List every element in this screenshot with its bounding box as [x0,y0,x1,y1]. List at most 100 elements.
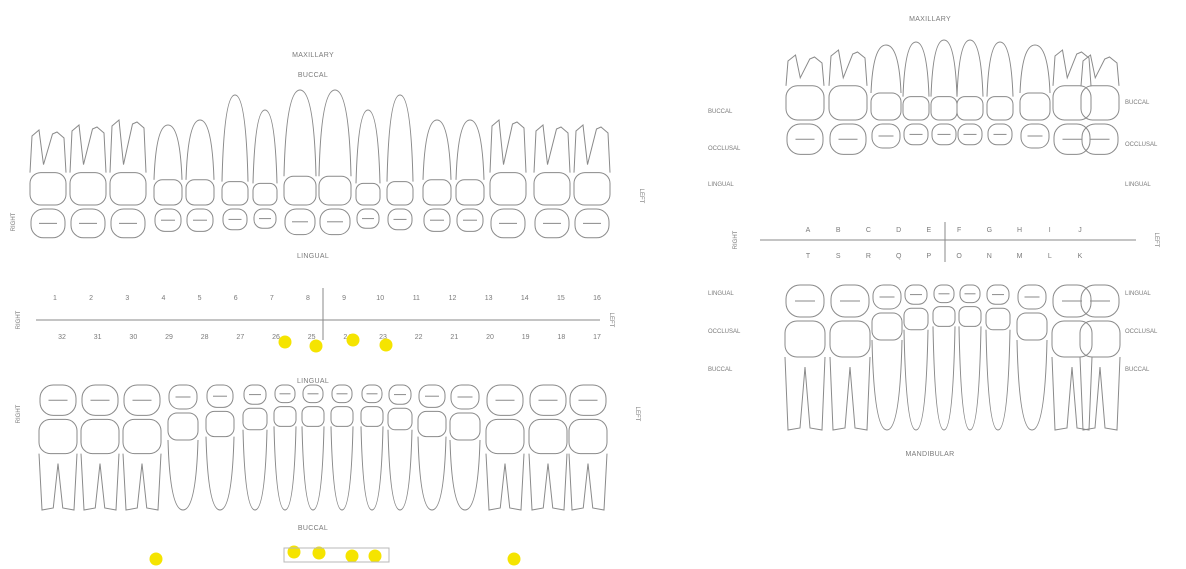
mandibular-tooth-20 [450,385,480,510]
yellow-marker-dot [150,553,163,566]
primary-maxillary-tooth-J [1081,55,1119,154]
maxillary-tooth-2 [70,125,106,238]
right-upper-right-label-1: BUCCAL [1125,100,1150,106]
primary-maxillary-tooth-D [903,42,929,145]
left-lower-right-side-label: RIGHT [16,404,22,423]
primary-mandibular-tooth-P [933,285,955,430]
right-lower-left-label-3: BUCCAL [708,367,733,373]
primary-mandibular-tooth-N [986,285,1010,430]
tooth-letter-J: J [1078,227,1082,234]
tooth-letter-I: I [1049,227,1051,234]
mandibular-tooth-19 [486,385,524,510]
maxillary-tooth-6 [222,95,248,230]
maxillary-tooth-12 [423,120,451,231]
primary-maxillary-tooth-B [829,50,867,154]
tooth-number-14: 14 [521,295,529,302]
maxillary-tooth-13 [456,120,484,231]
mandibular-tooth-32 [39,385,77,510]
tooth-letter-B: B [836,227,841,234]
left-axis-right-label: RIGHT [16,310,22,329]
left-upper-right-side-label: RIGHT [11,212,17,231]
tooth-letter-Q: Q [896,253,902,260]
left-lower-left-side-label: LEFT [634,407,640,422]
right-axis-left-label: LEFT [1153,233,1159,248]
mandibular-tooth-25 [302,385,324,510]
right-upper-right-label-3: LINGUAL [1125,182,1151,188]
tooth-number-31: 31 [94,334,102,341]
tooth-number-20: 20 [486,334,494,341]
right-lower-right-label-1: LINGUAL [1125,291,1151,297]
permanent-dentition-chart: MAXILLARY BUCCAL LINGUAL LINGUAL BUCCAL … [11,52,644,532]
tooth-number-32: 32 [58,334,66,341]
mandibular-tooth-21 [418,385,446,510]
primary-mandibular-tooth-M [1017,285,1047,430]
tooth-letter-N: N [987,253,992,260]
tooth-number-12: 12 [449,295,457,302]
left-lower-tooth-numbers: 32313029282726252423222120191817 [58,334,601,341]
tooth-number-22: 22 [415,334,423,341]
mandibular-tooth-17 [569,385,607,510]
mandibular-tooth-28 [206,385,234,510]
maxillary-tooth-9 [319,90,351,235]
tooth-number-4: 4 [161,295,165,302]
maxillary-tooth-4 [154,125,182,231]
left-upper-left-side-label: LEFT [638,189,644,204]
tooth-number-11: 11 [413,295,420,302]
maxillary-tooth-15 [534,125,570,238]
tooth-letter-H: H [1017,227,1022,234]
tooth-letter-S: S [836,253,841,260]
mandibular-tooth-30 [123,385,161,510]
maxillary-tooth-7 [253,110,277,228]
maxillary-tooth-8 [284,90,316,235]
maxillary-tooth-10 [356,110,380,228]
maxillary-tooth-5 [186,120,214,231]
primary-dentition-chart: MAXILLARY MANDIBULAR BUCCAL OCCLUSAL LIN… [708,16,1159,458]
left-upper-buccal-label: BUCCAL [298,72,328,79]
mandibular-tooth-23 [361,385,383,510]
tooth-number-17: 17 [593,334,601,341]
primary-mandibular-tooth-L [1052,285,1092,430]
right-upper-right-label-2: OCCLUSAL [1125,142,1158,148]
tooth-letter-D: D [896,227,901,234]
left-mandibular-teeth [39,385,607,510]
left-maxillary-teeth [30,90,610,238]
tooth-number-8: 8 [306,295,310,302]
left-upper-lingual-label: LINGUAL [297,253,329,260]
yellow-marker-dot [346,550,359,563]
primary-mandibular-tooth-S [830,285,870,430]
maxillary-tooth-16 [574,125,610,238]
tooth-letter-O: O [956,253,962,260]
left-lower-lingual-label: LINGUAL [297,378,329,385]
primary-maxillary-tooth-A [786,55,824,154]
right-lower-left-label-1: LINGUAL [708,291,734,297]
tooth-number-29: 29 [165,334,173,341]
primary-mandibular-tooth-O [959,285,981,430]
right-mandibular-title: MANDIBULAR [906,451,955,458]
tooth-number-5: 5 [198,295,202,302]
tooth-number-3: 3 [125,295,129,302]
tooth-number-15: 15 [557,295,565,302]
marker-dots [150,334,521,566]
tooth-letter-F: F [957,227,961,234]
mandibular-tooth-18 [529,385,567,510]
tooth-number-19: 19 [522,334,530,341]
maxillary-tooth-14 [490,120,526,238]
maxillary-tooth-1 [30,130,66,238]
tooth-number-28: 28 [201,334,209,341]
tooth-number-26: 26 [272,334,280,341]
right-upper-left-label-2: OCCLUSAL [708,146,741,152]
tooth-number-27: 27 [236,334,244,341]
tooth-number-21: 21 [450,334,458,341]
yellow-marker-dot [508,553,521,566]
mandibular-tooth-27 [243,385,267,510]
tooth-letter-P: P [927,253,932,260]
primary-maxillary-tooth-I [1053,50,1091,154]
yellow-marker-dot [380,339,393,352]
mandibular-tooth-31 [81,385,119,510]
tooth-letter-C: C [866,227,871,234]
maxillary-tooth-3 [110,120,146,238]
tooth-number-30: 30 [129,334,137,341]
left-maxillary-title: MAXILLARY [292,52,334,59]
mandibular-tooth-24 [331,385,353,510]
